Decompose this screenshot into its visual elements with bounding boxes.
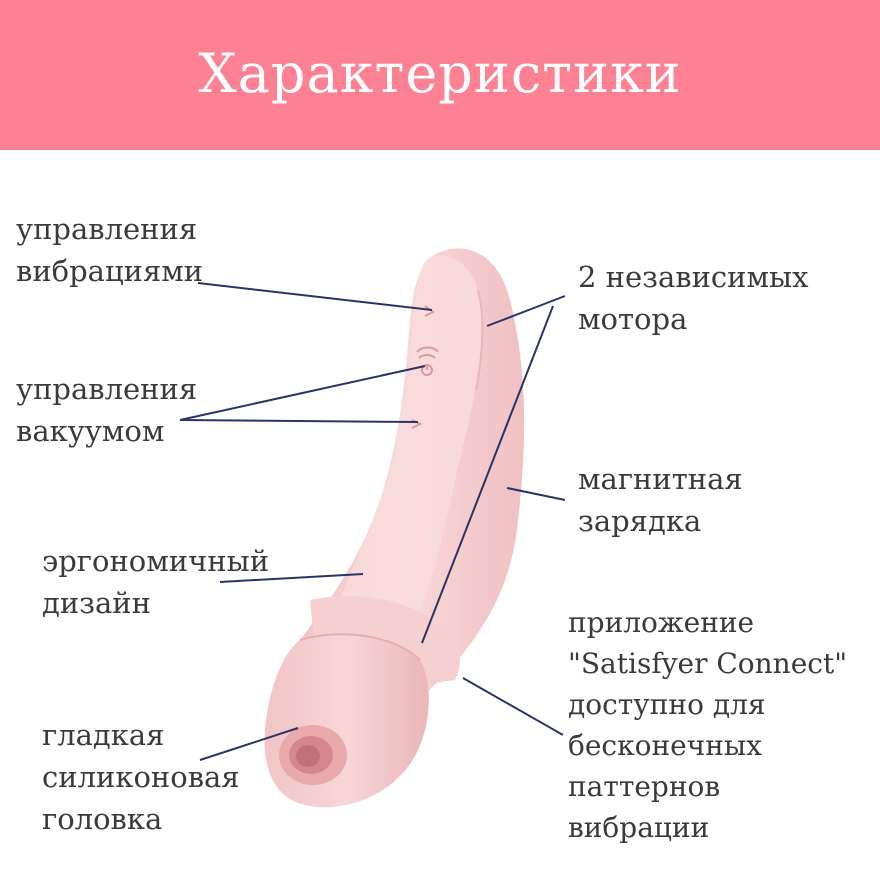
label-vibration-control: управления вибрациями xyxy=(16,212,204,288)
header-banner: Характеристики xyxy=(0,0,880,150)
label-motors: 2 независимых мотора xyxy=(578,260,809,336)
device-head xyxy=(264,634,429,808)
pointer-vibration xyxy=(197,282,433,311)
plus-button-icon xyxy=(424,305,435,317)
power-button-icon xyxy=(416,346,439,376)
page-title: Характеристики xyxy=(198,41,682,105)
pointer-motors-2 xyxy=(421,305,554,644)
label-silicone-head: гладкая силиконовая головка xyxy=(42,718,240,836)
label-magnetic-charging: магнитная зарядка xyxy=(578,462,743,538)
pointer-charging xyxy=(506,487,566,501)
pointer-vacuum-1 xyxy=(179,365,426,421)
device-front-panel xyxy=(340,255,482,610)
pointer-app xyxy=(462,677,564,736)
pointer-vacuum-2 xyxy=(179,419,419,423)
label-ergonomic-design: эргономичный дизайн xyxy=(42,544,270,620)
pointer-motors-1 xyxy=(486,295,566,327)
label-app: приложение "Satisfyer Connect" доступно … xyxy=(568,606,848,844)
label-vacuum-control: управления вакуумом xyxy=(16,372,198,448)
pointer-ergonomic xyxy=(219,573,364,583)
pointer-head xyxy=(199,727,299,761)
